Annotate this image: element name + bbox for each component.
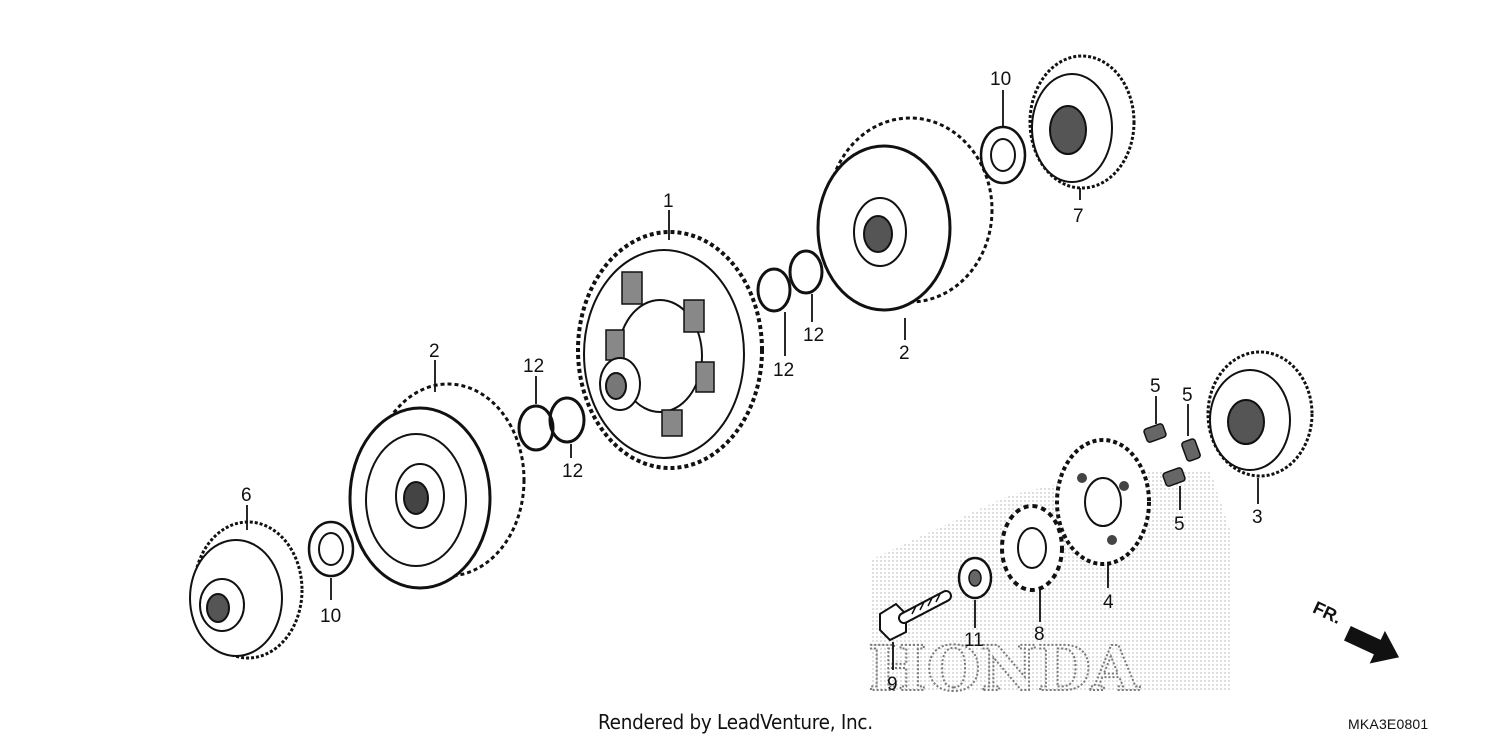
svg-text:HONDA: HONDA — [868, 632, 1140, 705]
callout-labels: 1 2 2 3 4 5 5 5 6 7 8 9 10 10 11 12 12 1… — [241, 69, 1263, 695]
part-2-clutch-drum-left[interactable] — [348, 382, 526, 590]
part-5-spring-c[interactable] — [1162, 467, 1186, 487]
callout-7: 7 — [1073, 206, 1084, 227]
callout-10-right: 10 — [990, 69, 1011, 90]
part-4-driven-gear[interactable] — [1055, 438, 1151, 566]
callout-12-d: 12 — [803, 325, 824, 346]
callout-6: 6 — [241, 485, 252, 506]
part-2-clutch-drum-right[interactable] — [816, 116, 994, 312]
callout-9: 9 — [887, 674, 898, 695]
part-1-primary-gear[interactable] — [576, 230, 764, 470]
leader-lines — [246, 90, 1259, 670]
part-12-ring-right-a[interactable] — [756, 267, 792, 313]
part-12-ring-right-b[interactable] — [788, 249, 824, 295]
callout-3: 3 — [1252, 507, 1263, 528]
diagram-code: MKA3E0801 — [1348, 716, 1429, 732]
part-6-gear[interactable] — [189, 520, 304, 660]
part-3-gear[interactable] — [1206, 350, 1314, 478]
part-5-spring-b[interactable] — [1181, 438, 1201, 462]
part-11-washer[interactable] — [957, 556, 993, 600]
part-12-ring-left-b[interactable] — [548, 396, 586, 444]
callout-2-right: 2 — [899, 343, 910, 364]
part-10-washer-left[interactable] — [307, 520, 355, 578]
rendered-by-credit: Rendered by LeadVenture, Inc. — [598, 710, 873, 734]
part-7-gear[interactable] — [1028, 54, 1136, 190]
part-5-spring-a[interactable] — [1143, 423, 1167, 443]
callout-1: 1 — [663, 191, 674, 212]
callout-2-left: 2 — [429, 341, 440, 362]
callout-11: 11 — [964, 630, 984, 651]
svg-text:FR.: FR. — [1310, 597, 1345, 627]
part-12-ring-left-a[interactable] — [517, 404, 555, 452]
honda-watermark: HONDA — [867, 470, 1230, 706]
callout-12-c: 12 — [773, 360, 794, 381]
callout-8: 8 — [1034, 624, 1045, 645]
callout-5-c: 5 — [1174, 514, 1185, 535]
part-9-bolt[interactable] — [879, 590, 952, 642]
callout-12-a: 12 — [523, 356, 544, 377]
part-8-sprocket[interactable] — [1000, 504, 1064, 592]
callout-10-left: 10 — [320, 606, 341, 627]
callout-4: 4 — [1103, 592, 1114, 613]
callout-5-b: 5 — [1182, 385, 1193, 406]
front-direction-indicator: FR. — [1310, 597, 1400, 664]
part-10-washer-right[interactable] — [979, 125, 1027, 185]
callout-12-b: 12 — [562, 461, 583, 482]
direction-arrow-icon — [1344, 625, 1400, 664]
callout-5-a: 5 — [1150, 376, 1161, 397]
